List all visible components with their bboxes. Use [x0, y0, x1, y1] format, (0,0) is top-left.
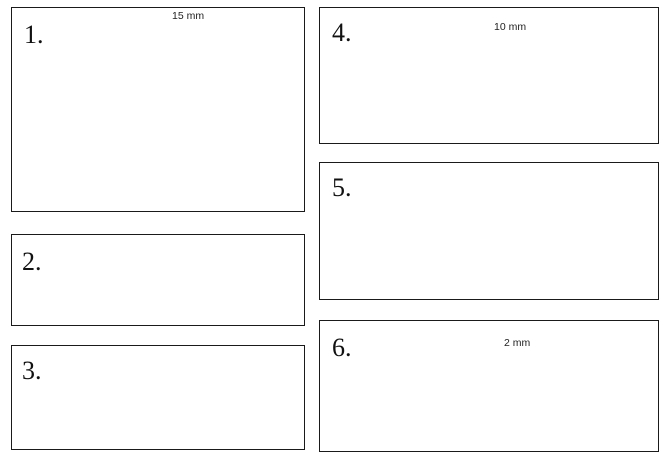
- dimension-label-step-4: 10 mm: [494, 21, 527, 33]
- step-2-panel: 2.: [11, 234, 305, 326]
- step-1-panel: 1.: [11, 7, 305, 212]
- step-number: 3.: [22, 356, 42, 385]
- step-4-panel: 4.: [319, 7, 659, 144]
- step-6-panel: 6.: [319, 320, 659, 452]
- step-number: 1.: [24, 20, 44, 49]
- dimension-label-step-6: 2 mm: [504, 337, 531, 349]
- step-number: 6.: [332, 333, 352, 362]
- step-number: 4.: [332, 18, 352, 47]
- step-number: 2.: [22, 247, 42, 276]
- step-number: 5.: [332, 173, 352, 202]
- dimension-label-step-1: 15 mm: [172, 10, 205, 22]
- step-3-panel: 3.: [11, 345, 305, 450]
- step-5-panel: 5.: [319, 162, 659, 300]
